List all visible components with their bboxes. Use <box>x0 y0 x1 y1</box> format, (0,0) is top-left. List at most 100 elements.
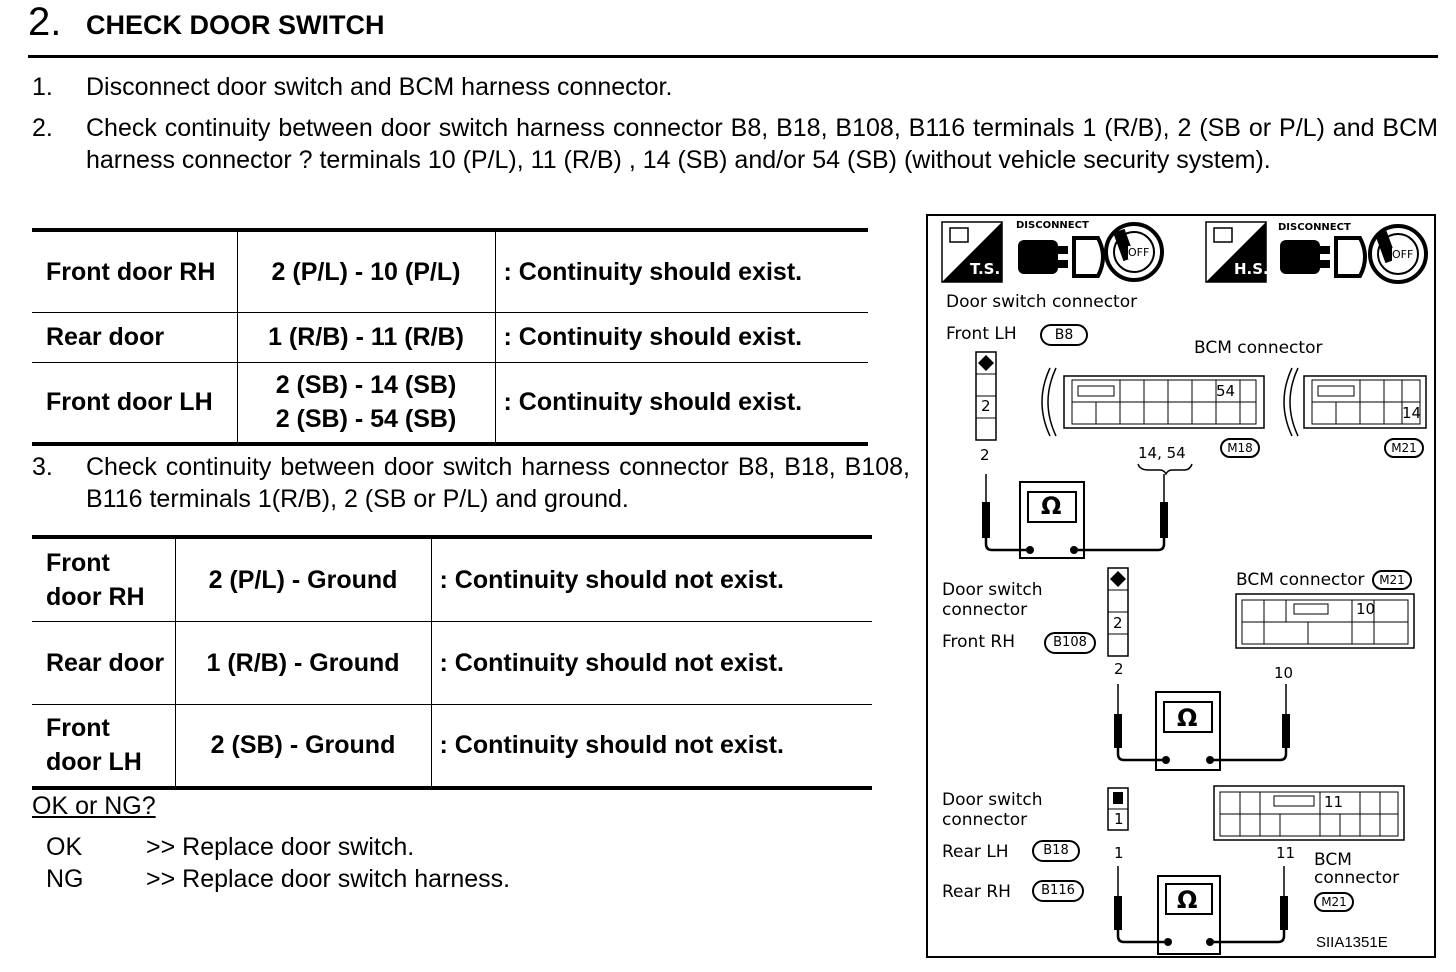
ok-action: >> Replace door switch. <box>146 833 415 861</box>
terminal-11: 11 <box>1324 793 1344 811</box>
step-number: 2. <box>28 0 62 44</box>
connector-tag-b18: B18 <box>1032 840 1080 862</box>
step-3: 3. Check continuity between door switch … <box>32 451 910 517</box>
step-1-number: 1. <box>32 73 53 101</box>
front-rh-connector <box>1107 567 1129 657</box>
connector-tag-m21: M21 <box>1384 438 1424 458</box>
connector-label-2: connector <box>942 600 1028 620</box>
connector-tag-b8: B8 <box>1040 324 1088 346</box>
hs-icon <box>1205 221 1267 283</box>
bcm-connector-m21-b <box>1235 593 1415 649</box>
wire-pin-2: 2 <box>980 446 990 464</box>
wire-pin-2-b: 2 <box>1114 660 1124 678</box>
terminals-line-2: 2 (SB) - 54 (SB) <box>275 405 457 434</box>
terminals-cell: 1 (R/B) - 11 (R/B) <box>236 312 496 362</box>
step-1: 1. Disconnect door switch and BCM harnes… <box>32 71 1438 105</box>
ts-label: T.S. <box>970 260 1001 278</box>
connector-label-3: connector <box>942 810 1028 830</box>
wire-pin-10: 10 <box>1274 664 1294 682</box>
door-switch-label-3: Door switch <box>942 790 1043 810</box>
off-label: OFF <box>1392 248 1414 261</box>
off-label: OFF <box>1128 246 1150 259</box>
ts-icon <box>941 221 1003 283</box>
door-cell: Front door LH <box>32 362 238 444</box>
ok-ng-question: OK or NG? <box>32 792 156 820</box>
disconnect-icon <box>1280 236 1367 278</box>
front-rh-label: Front RH <box>942 632 1015 652</box>
ohmmeter-1 <box>982 474 1168 559</box>
bcm-connector-label-2: BCM connector <box>1236 570 1365 590</box>
terminals-cell: 2 (P/L) - Ground <box>174 537 432 621</box>
terminals-cell: 1 (R/B) - Ground <box>174 621 432 704</box>
ohm-symbol: Ω <box>1177 704 1198 732</box>
step-3-number: 3. <box>32 453 53 481</box>
bcm-label-3: BCM <box>1314 850 1352 870</box>
step-2-text: Check continuity between door switch har… <box>86 114 1438 174</box>
terminal-10: 10 <box>1356 600 1376 618</box>
table-row: Rear door 1 (R/B) - Ground : Continuity … <box>32 621 872 704</box>
door-switch-connector-label: Door switch connector <box>946 292 1138 312</box>
connector-tag-m18: M18 <box>1220 438 1260 458</box>
door-switch-label-2: Door switch <box>942 580 1043 600</box>
terminals-line-1: 2 (SB) - 14 (SB) <box>275 371 457 400</box>
ohm-symbol: Ω <box>1177 886 1198 914</box>
terminal-14: 14 <box>1402 404 1422 422</box>
ohmmeter-2 <box>1114 684 1290 771</box>
title-rule <box>28 55 1438 58</box>
pin-bracket <box>1137 463 1193 476</box>
hs-label: H.S. <box>1234 260 1269 278</box>
result-cell: : Continuity should exist. <box>494 362 868 444</box>
table-row: Front door RH 2 (P/L) - Ground : Continu… <box>32 537 872 621</box>
wire-pin-1: 1 <box>1114 844 1124 862</box>
bcm-connector-label: BCM connector <box>1194 338 1323 358</box>
bcm-connector-m18 <box>1041 367 1265 437</box>
ignition-off-icon <box>1368 224 1428 284</box>
connector-tag-b116: B116 <box>1032 880 1084 902</box>
table-row: Front door LH 2 (SB) - 14 (SB) 2 (SB) - … <box>32 362 868 444</box>
diagram-graphics <box>941 221 1428 955</box>
step-1-text: Disconnect door switch and BCM harness c… <box>86 73 673 101</box>
table-row: Front door RH 2 (P/L) - 10 (P/L) : Conti… <box>32 230 868 312</box>
ng-action: >> Replace door switch harness. <box>146 865 511 893</box>
terminals-cell: 2 (SB) - 14 (SB) 2 (SB) - 54 (SB) <box>236 362 496 444</box>
terminals-cell: 2 (SB) - Ground <box>174 704 432 788</box>
pin-1-label: 1 <box>1114 810 1124 828</box>
ng-label: NG <box>46 865 84 893</box>
step-3-text: Check continuity between door switch har… <box>86 453 910 513</box>
result-cell: : Continuity should exist. <box>494 312 868 362</box>
door-cell: Rear door <box>32 312 238 362</box>
front-lh-label: Front LH <box>946 324 1017 344</box>
disconnect-label: DISCONNECT <box>1278 222 1351 233</box>
wire-pin-11: 11 <box>1276 844 1296 862</box>
rear-connector <box>1107 787 1129 831</box>
page-title: CHECK DOOR SWITCH <box>86 10 385 40</box>
terminals-cell: 2 (P/L) - 10 (P/L) <box>236 230 496 312</box>
connector-tag-m21: M21 <box>1314 892 1354 912</box>
bcm-connector-m21 <box>1283 367 1427 437</box>
table-row: Rear door 1 (R/B) - 11 (R/B) : Continuit… <box>32 312 868 362</box>
connector-tag-m21: M21 <box>1372 570 1412 590</box>
table-row: Front door LH 2 (SB) - Ground : Continui… <box>32 704 872 788</box>
result-cell: : Continuity should not exist. <box>430 537 872 621</box>
door-cell: Front door RH <box>32 230 238 312</box>
continuity-table-1: Front door RH 2 (P/L) - 10 (P/L) : Conti… <box>32 228 868 446</box>
rear-lh-label: Rear LH <box>942 842 1009 862</box>
step-2-number: 2. <box>32 114 53 142</box>
terminal-54: 54 <box>1216 382 1236 400</box>
front-lh-connector <box>975 351 997 441</box>
wiring-diagram: T.S. DISCONNECT OFF H.S. DISCONNECT OFF … <box>926 214 1436 958</box>
figure-code: SIIA1351E <box>1316 934 1388 951</box>
pin-2-label: 2 <box>981 397 991 415</box>
connector-tag-b108: B108 <box>1044 632 1096 654</box>
wire-pin-14-54: 14, 54 <box>1138 444 1186 462</box>
ok-label: OK <box>46 833 83 861</box>
step-2: 2. Check continuity between door switch … <box>32 112 1438 212</box>
door-cell: Front door RH <box>32 537 176 621</box>
result-cell: : Continuity should exist. <box>494 230 868 312</box>
result-cell: : Continuity should not exist. <box>430 621 872 704</box>
bcm-connector-m21-c <box>1213 785 1405 841</box>
door-cell: Rear door <box>32 621 176 704</box>
door-cell: Front door LH <box>32 704 176 788</box>
continuity-table-2: Front door RH 2 (P/L) - Ground : Continu… <box>32 535 872 790</box>
disconnect-icon <box>1018 236 1105 278</box>
